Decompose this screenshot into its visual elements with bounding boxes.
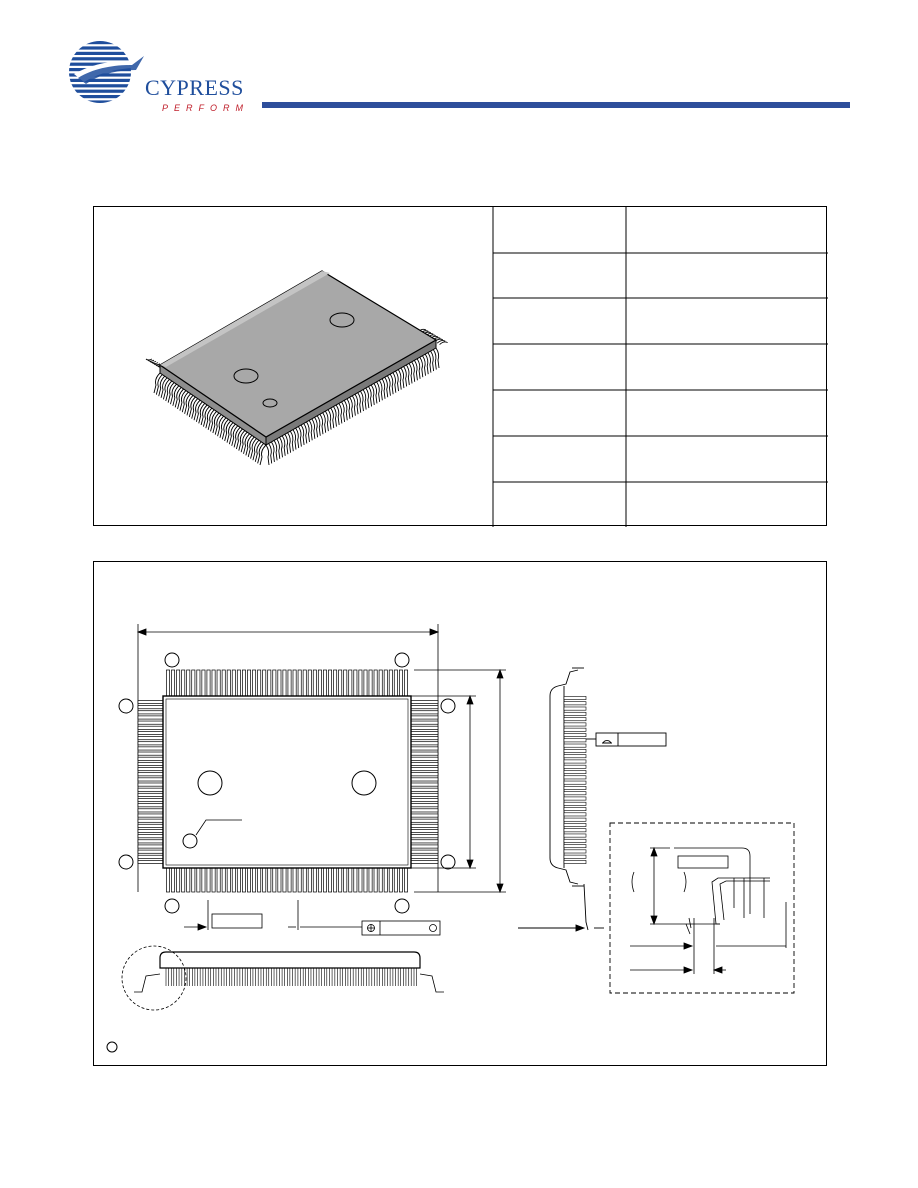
datum-circle bbox=[394, 652, 410, 668]
top-pin-row bbox=[166, 669, 408, 697]
package-dimension-drawing bbox=[106, 624, 795, 1053]
datum-circle bbox=[118, 854, 134, 870]
front-pin-array bbox=[153, 372, 267, 466]
pin1-dimple bbox=[262, 398, 278, 408]
package-body-top bbox=[158, 270, 438, 438]
side-elevation-view bbox=[121, 945, 444, 1011]
cypress-logo bbox=[66, 38, 256, 124]
package-dimple-large bbox=[329, 312, 355, 328]
package-dimensions-figure bbox=[93, 561, 827, 1066]
pin1-indicator bbox=[182, 833, 198, 849]
datum-circle bbox=[164, 652, 180, 668]
package-overview-figure bbox=[93, 206, 828, 527]
datum-circle bbox=[394, 898, 410, 914]
package-dimple-large bbox=[233, 368, 259, 384]
cypress-logo-icon bbox=[69, 41, 146, 103]
end-elevation-view bbox=[518, 667, 667, 932]
datum-circle bbox=[440, 698, 456, 714]
datum-circle bbox=[164, 898, 180, 914]
company-name: CYPRESS bbox=[145, 75, 244, 100]
company-tagline: PERFORM bbox=[162, 103, 249, 113]
flatness-symbol-icon bbox=[602, 740, 612, 744]
right-pin-array bbox=[265, 347, 440, 466]
lead-detail-drawing bbox=[630, 846, 787, 974]
ejector-mark bbox=[197, 770, 223, 796]
bottom-pin-row bbox=[166, 867, 408, 893]
left-pin-column bbox=[137, 700, 164, 864]
ejector-mark bbox=[351, 770, 377, 796]
package-3d-view bbox=[145, 207, 828, 527]
datum-circle bbox=[118, 698, 134, 714]
datum-circle bbox=[440, 854, 456, 870]
right-pin-column bbox=[410, 700, 439, 864]
header-rule bbox=[262, 102, 850, 108]
lead-detail-box bbox=[609, 822, 795, 994]
note-marker bbox=[106, 1041, 118, 1053]
